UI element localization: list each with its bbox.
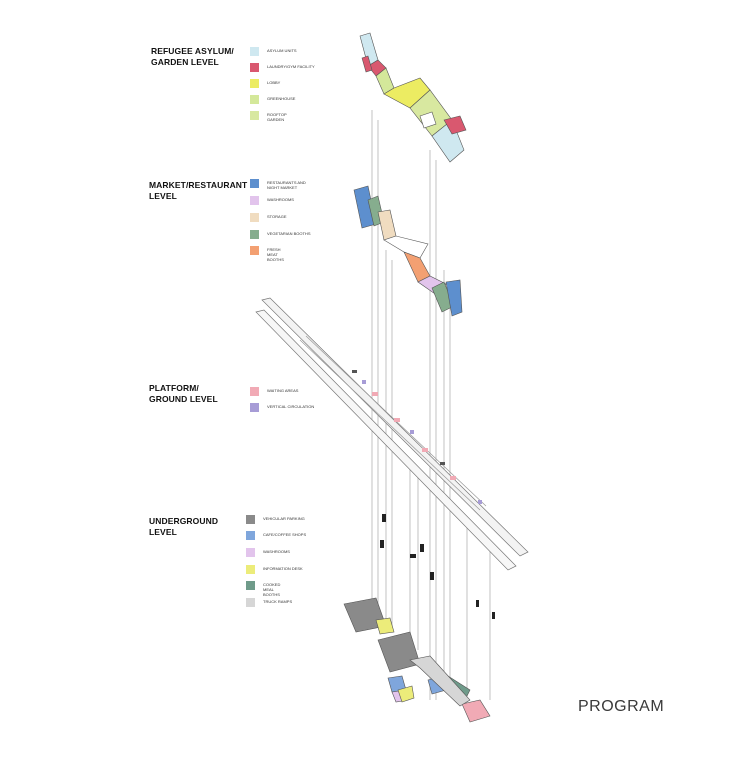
level-title-market: MARKET/RESTAURANT LEVEL	[149, 180, 248, 201]
legend-swatch	[246, 581, 255, 590]
legend-swatch	[250, 179, 259, 188]
legend-swatch	[250, 230, 259, 239]
vehicle-icons	[380, 514, 495, 619]
legend-swatch	[250, 95, 259, 104]
legend-swatch	[250, 213, 259, 222]
legend-swatch	[250, 387, 259, 396]
legend-swatch	[250, 63, 259, 72]
legend-swatch	[250, 196, 259, 205]
projection-lines	[371, 110, 491, 700]
legend-swatch	[246, 598, 255, 607]
legend-swatch	[246, 531, 255, 540]
garden-level-plan	[359, 32, 467, 163]
diagram-title: PROGRAM	[578, 698, 665, 715]
legend-swatch	[250, 47, 259, 56]
legend-swatch	[246, 565, 255, 574]
market-level-plan	[353, 185, 463, 317]
platform-level-plan	[255, 297, 529, 571]
legend-swatch	[250, 111, 259, 120]
legend-swatch	[250, 79, 259, 88]
legend-swatch	[250, 246, 259, 255]
level-title-underground: UNDERGROUND LEVEL	[149, 516, 219, 537]
level-title-garden: REFUGEE ASYLUM/ GARDEN LEVEL	[151, 46, 234, 67]
legend-swatch	[246, 548, 255, 557]
underground-level-plan	[343, 597, 491, 723]
level-title-platform: PLATFORM/ GROUND LEVEL	[149, 383, 218, 404]
legend-swatch	[250, 403, 259, 412]
legend-swatch	[246, 515, 255, 524]
